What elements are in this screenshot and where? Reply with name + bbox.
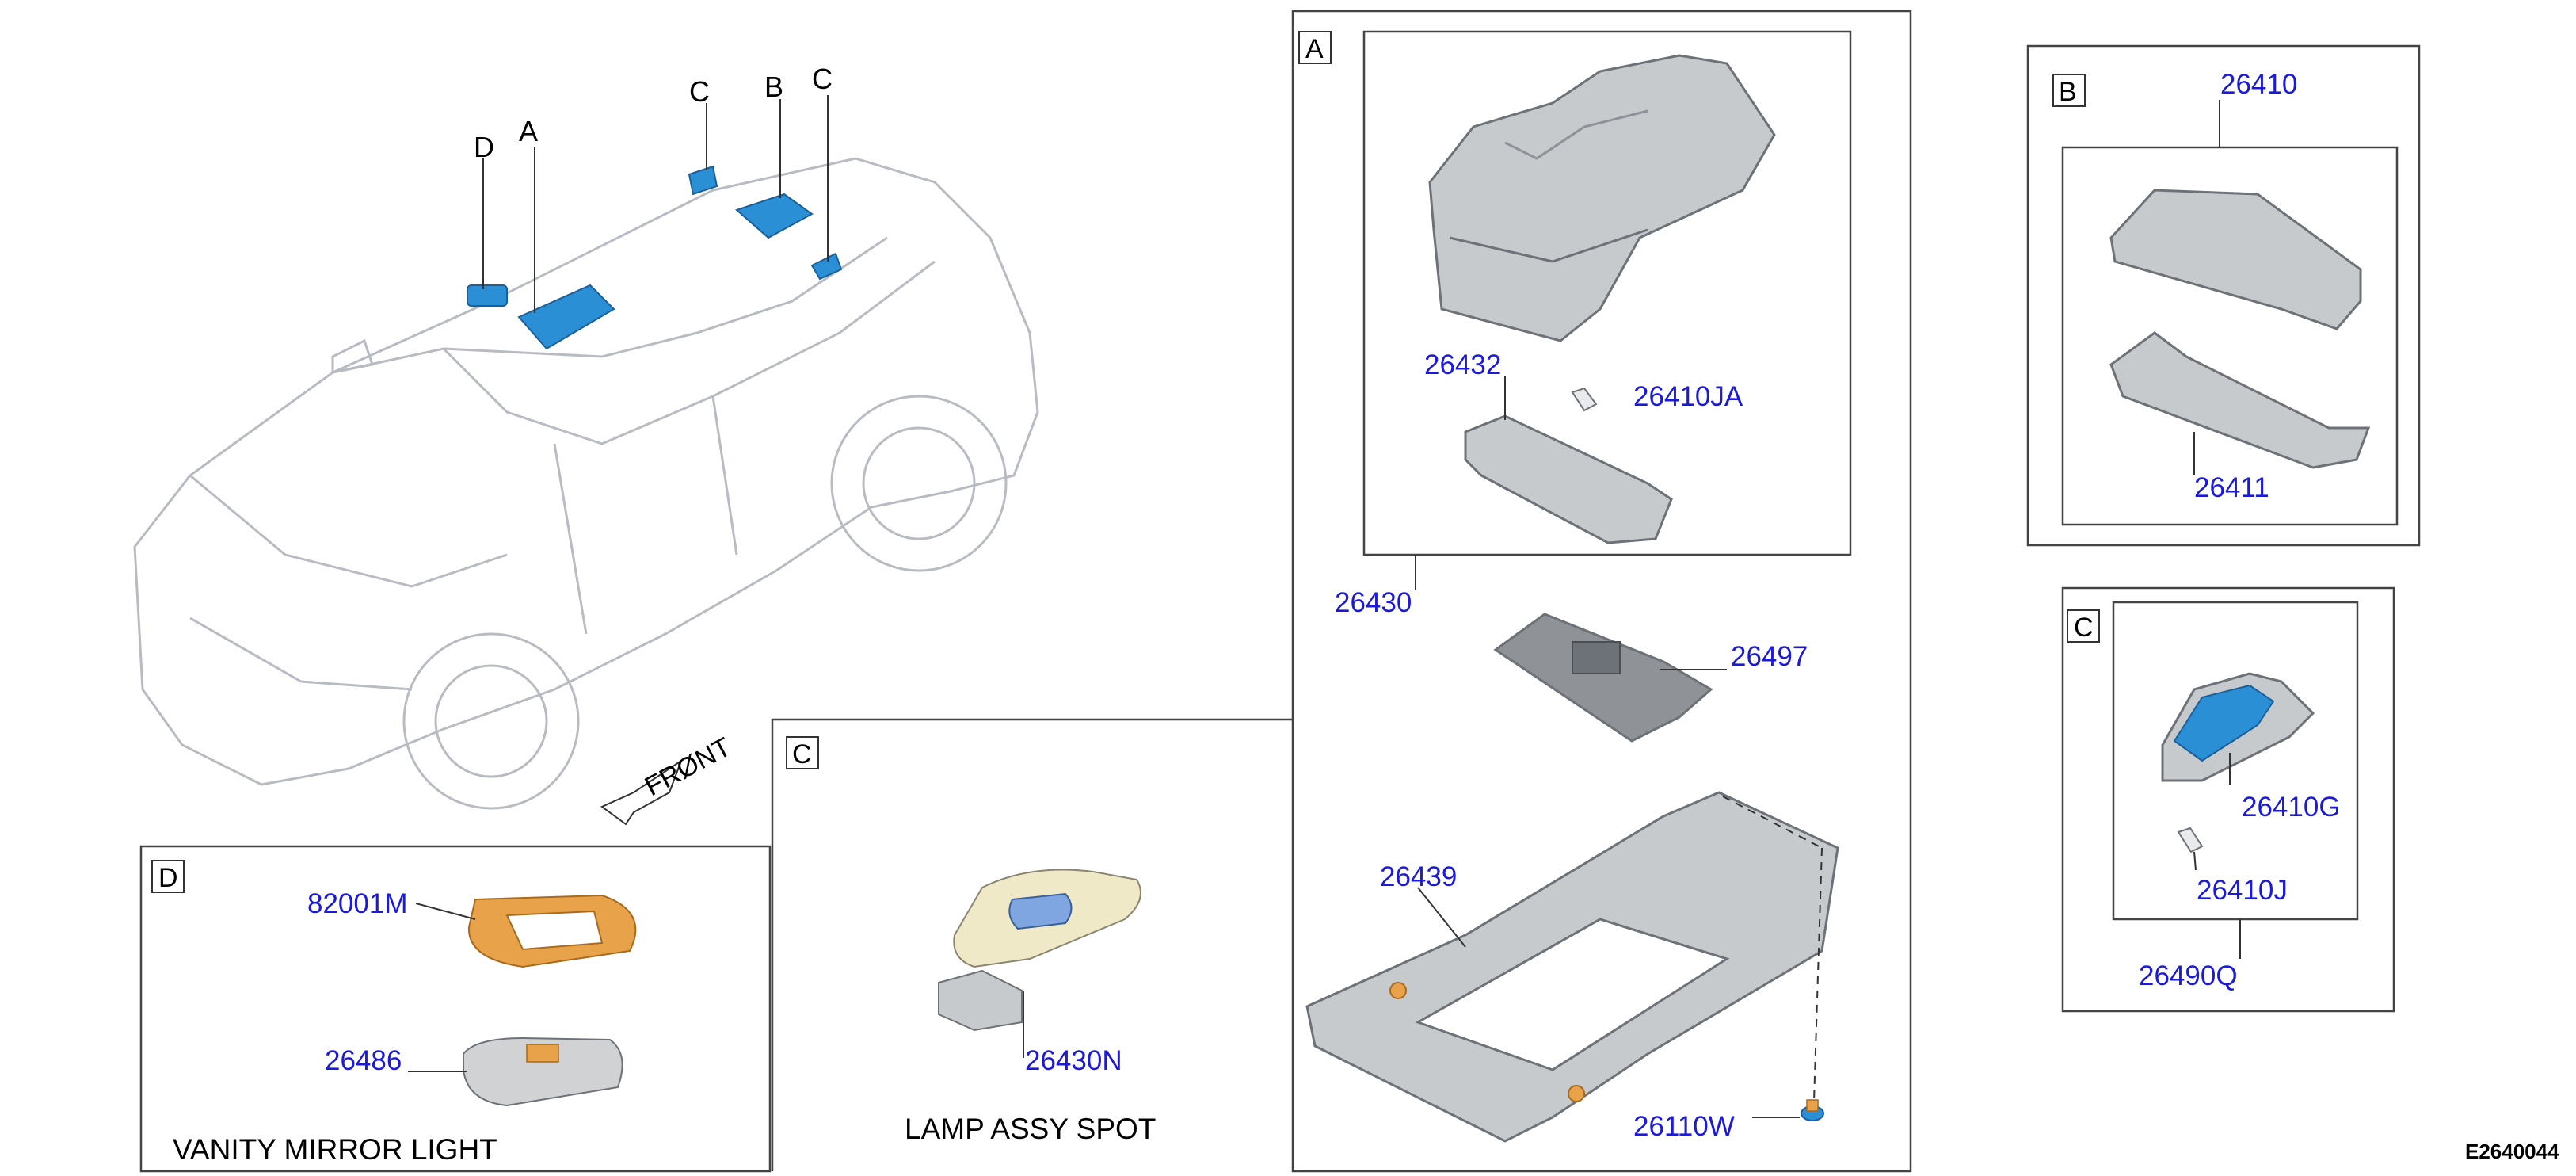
section-d: D 82001M 26486 VANITY MIRROR LIGHT [139, 845, 772, 1173]
part-26430: 26430 [1335, 587, 1412, 618]
part-26410j: 26410J [2197, 875, 2288, 906]
part-26430n: 26430N [1025, 1045, 1122, 1076]
part-26490q: 26490Q [2139, 960, 2238, 991]
vehicle-illustration: D A C B C FRØNT [133, 63, 1039, 826]
callout-d: D [474, 131, 494, 163]
vehicle-part-d [467, 284, 508, 307]
part-26432-lens [1464, 414, 1673, 544]
part-26410j-bulb [2177, 827, 2204, 853]
part-26410ja: 26410JA [1633, 381, 1743, 412]
part-26410-housing [2109, 189, 2362, 330]
part-26497: 26497 [1731, 641, 1808, 672]
section-a-label: A [1305, 34, 1324, 64]
section-c-spot-caption: LAMP ASSY SPOT [905, 1113, 1156, 1145]
part-26439: 26439 [1380, 861, 1457, 892]
part-26411-lens [2109, 331, 2371, 469]
callout-a: A [519, 115, 538, 147]
front-label: FRØNT [640, 732, 736, 803]
part-26410: 26410 [2220, 69, 2297, 100]
part-26430-console [1428, 54, 1776, 342]
callout-c1: C [689, 75, 710, 108]
diagram-id: E2640044 [2465, 1140, 2559, 1163]
section-c-right: C 26410G 26410J 26490Q [2061, 586, 2395, 1013]
section-b: B 26410 26411 [2026, 44, 2421, 547]
section-c-right-label: C [2074, 613, 2094, 643]
section-c-spot: C 26430N LAMP ASSY SPOT [771, 718, 1293, 1171]
section-d-caption: VANITY MIRROR LIGHT [173, 1133, 497, 1166]
vehicle-part-a [517, 284, 615, 350]
part-26486: 26486 [325, 1045, 402, 1076]
section-d-label: D [158, 863, 178, 893]
part-82001m: 82001M [307, 888, 407, 919]
front-arrow-icon [600, 758, 684, 826]
part-26411: 26411 [2194, 472, 2269, 503]
part-26110w: 26110W [1633, 1111, 1735, 1142]
part-26497-bracket [1493, 613, 1713, 743]
part-26432: 26432 [1424, 349, 1501, 380]
vehicle-part-c2 [810, 252, 843, 281]
part-26410ja-bulb [1571, 387, 1598, 412]
part-26410g: 26410G [2242, 792, 2341, 823]
section-b-label: B [2059, 77, 2077, 107]
callout-b: B [764, 71, 783, 103]
section-a: A 26432 26410JA 26430 26497 26439 [1291, 10, 1912, 1173]
vehicle-part-c1 [688, 165, 718, 196]
section-c-spot-label: C [792, 739, 812, 769]
part-26486-lamp [463, 1037, 623, 1107]
callout-c2: C [812, 63, 833, 95]
vehicle-part-b [735, 193, 814, 239]
